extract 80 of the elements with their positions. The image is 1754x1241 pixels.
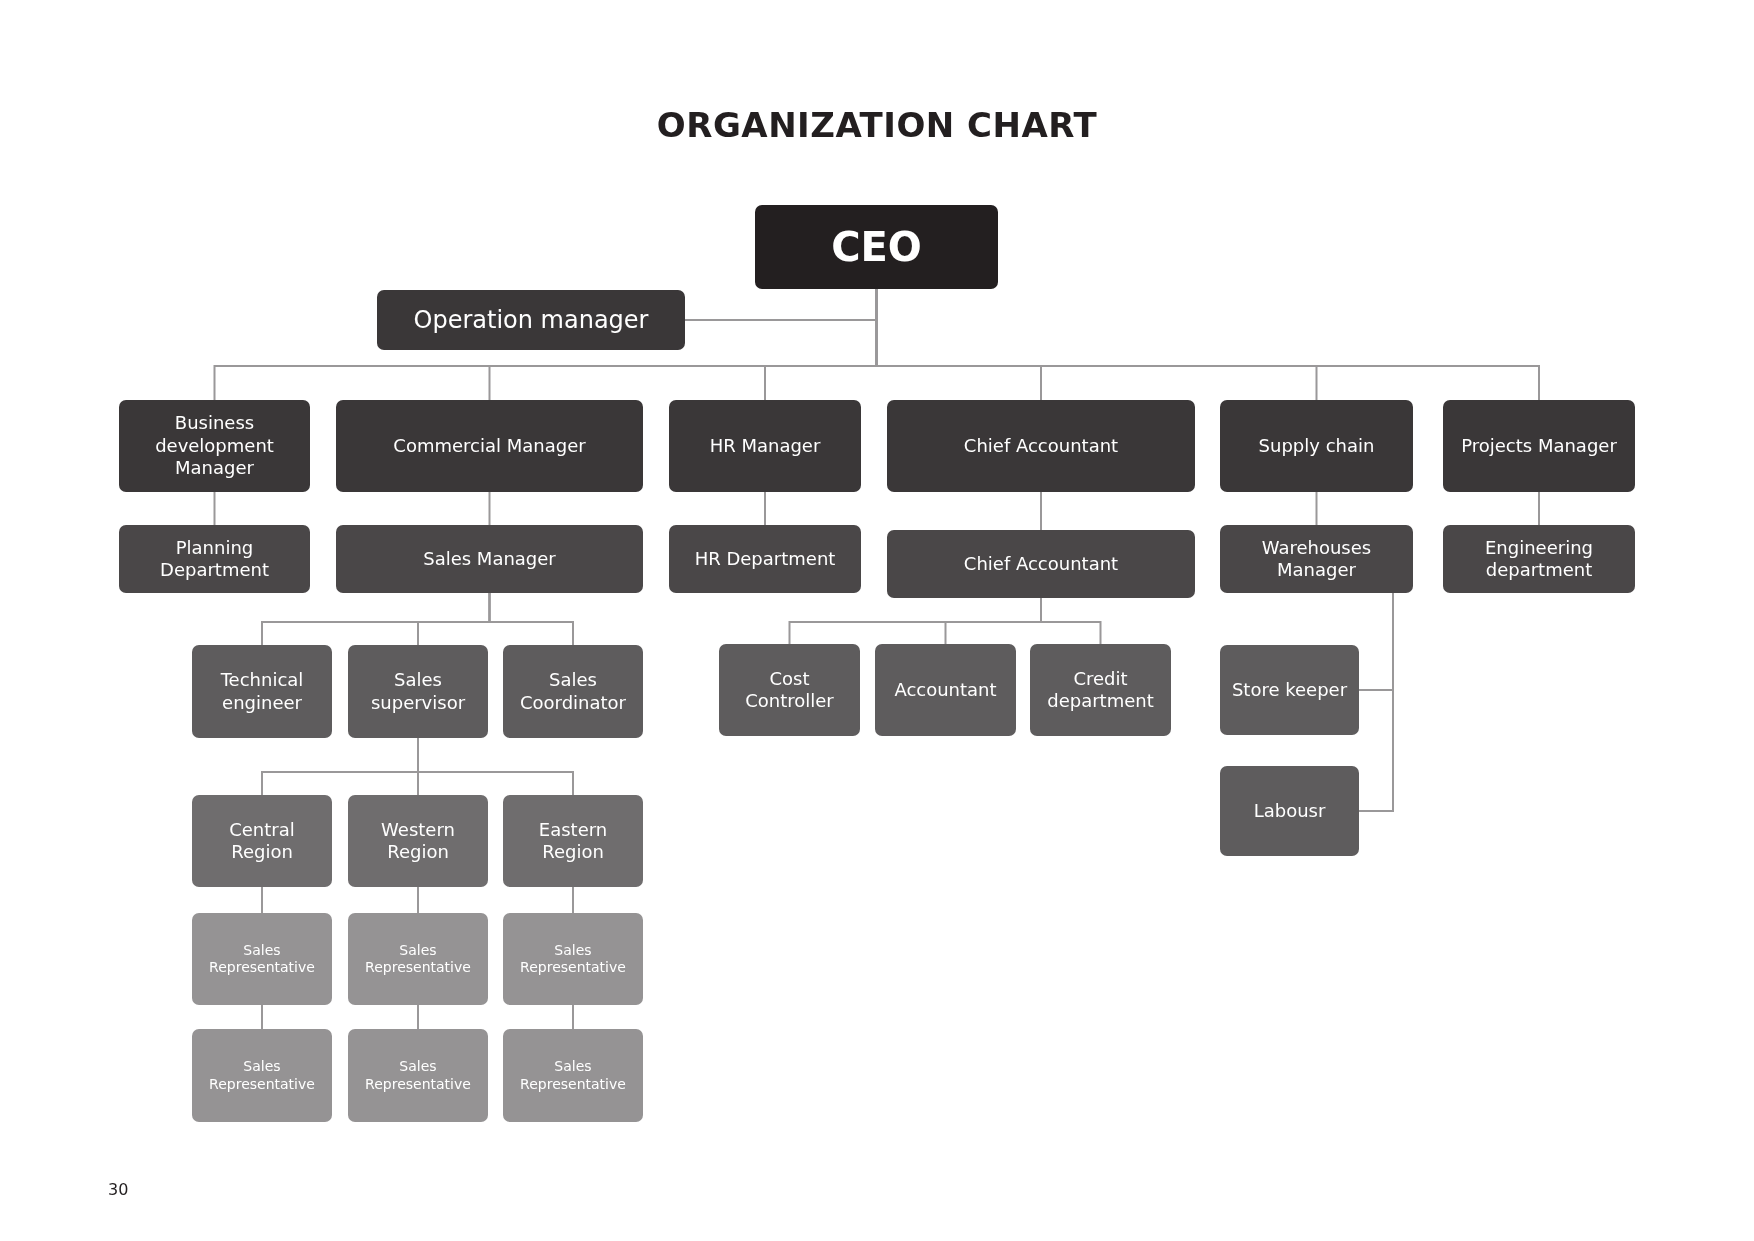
role-title: Accountant xyxy=(894,678,997,702)
role-title: Western Region xyxy=(380,818,456,864)
role-box xyxy=(1220,525,1413,593)
chart-title: ORGANIZATION CHART xyxy=(655,105,1099,145)
role-box xyxy=(669,525,861,593)
role-title: Warehouses Manager xyxy=(1260,536,1373,582)
connector-line xyxy=(572,886,574,914)
role-box xyxy=(1220,645,1359,735)
role-box xyxy=(192,795,332,887)
role-title: Business development Manager xyxy=(154,412,275,480)
role-title: Commercial Manager xyxy=(393,434,586,458)
connector-line xyxy=(488,592,574,646)
role-box xyxy=(348,913,488,1005)
role-title: Projects Manager xyxy=(1461,434,1617,458)
role-title: CEO xyxy=(831,223,922,272)
connector-line xyxy=(417,1004,419,1030)
role-title: Operation manager xyxy=(413,305,649,335)
connector-line xyxy=(764,491,766,526)
role-box xyxy=(119,525,310,593)
role-box xyxy=(348,1029,488,1122)
role-title: Store keeper xyxy=(1231,678,1348,702)
role-title: Cost Controller xyxy=(744,667,835,713)
connector-line xyxy=(261,1004,263,1030)
role-box xyxy=(1220,766,1359,856)
role-box xyxy=(192,913,332,1005)
role-title: Central Region xyxy=(228,818,296,864)
role-box xyxy=(887,400,1195,492)
page-number: 30 xyxy=(108,1180,129,1199)
role-box xyxy=(755,205,998,289)
role-title: Credit department xyxy=(1046,667,1155,713)
role-box xyxy=(503,795,643,887)
role-title: Sales Coordinator xyxy=(519,669,627,714)
connector-line xyxy=(1040,491,1042,531)
role-box xyxy=(336,400,643,492)
role-box xyxy=(336,525,643,593)
role-box xyxy=(1030,644,1171,736)
role-box xyxy=(348,795,488,887)
role-title: Sales Manager xyxy=(423,547,556,571)
role-box xyxy=(503,645,643,738)
connector-line xyxy=(261,886,263,914)
role-title: Sales Representative xyxy=(519,941,627,977)
role-title: Chief Accountant xyxy=(963,552,1119,576)
role-title: Sales Representative xyxy=(364,941,472,977)
role-box xyxy=(887,530,1195,598)
role-box xyxy=(192,1029,332,1122)
role-box xyxy=(192,645,332,738)
role-box xyxy=(503,1029,643,1122)
role-title: Labousr xyxy=(1253,799,1326,823)
role-box xyxy=(119,400,310,492)
role-box xyxy=(669,400,861,492)
role-box xyxy=(348,645,488,738)
connector-line xyxy=(417,886,419,914)
role-box xyxy=(719,644,860,736)
connector-line xyxy=(488,491,491,526)
role-title: HR Manager xyxy=(709,434,821,458)
connector-line xyxy=(213,491,216,526)
role-title: Supply chain xyxy=(1258,434,1375,458)
role-title: Sales supervisor xyxy=(369,669,467,714)
connector-line xyxy=(1040,597,1102,645)
role-box xyxy=(1443,400,1635,492)
connector-line xyxy=(417,737,574,796)
role-title: Eastern Region xyxy=(537,818,609,864)
connector-line xyxy=(1315,491,1318,526)
role-box xyxy=(503,913,643,1005)
role-title: Chief Accountant xyxy=(963,434,1119,458)
role-title: Sales Representative xyxy=(208,1058,316,1093)
role-title: Engineering department xyxy=(1484,536,1594,582)
role-box xyxy=(875,644,1016,736)
connector-line xyxy=(1538,491,1540,526)
connector-line xyxy=(1358,592,1394,812)
role-box xyxy=(377,290,685,350)
connector-line xyxy=(572,1004,574,1030)
role-box xyxy=(1443,525,1635,593)
role-title: Sales Representative xyxy=(364,1058,472,1093)
role-box xyxy=(1220,400,1413,492)
role-title: HR Department xyxy=(694,547,836,571)
role-title: Sales Representative xyxy=(208,941,316,977)
role-title: Sales Representative xyxy=(519,1058,627,1093)
role-title: Planning Department xyxy=(159,536,270,582)
role-title: Technical engineer xyxy=(219,669,305,714)
